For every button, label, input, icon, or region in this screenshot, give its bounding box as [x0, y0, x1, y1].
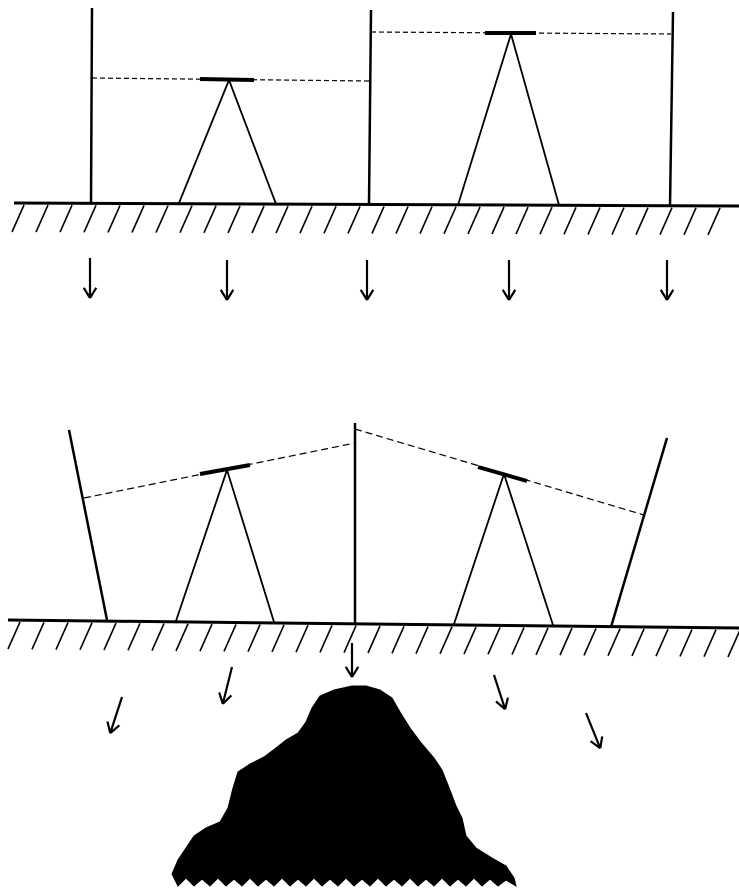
hatch-mark-bottom [103, 622, 117, 651]
hatch-mark-top [587, 207, 601, 235]
hatch-mark-top [83, 204, 97, 233]
hatch-mark-top [539, 206, 553, 235]
hatch-mark-bottom [631, 628, 645, 657]
hatch-mark-top [515, 206, 529, 235]
hatch-mark-bottom [247, 624, 261, 652]
down-arrow-icon [659, 260, 675, 301]
hatch-mark-bottom [271, 624, 285, 653]
hatch-mark-bottom [463, 626, 477, 655]
down-arrow-icon [344, 643, 360, 678]
panel-before [11, 7, 739, 236]
hatch-mark-top [131, 205, 145, 233]
hatch-mark-top [299, 205, 313, 234]
stake-middle-top [367, 9, 373, 205]
down-arrow-icon [492, 674, 509, 711]
hatch-mark-top [659, 207, 673, 236]
hatch-mark-top [275, 205, 289, 234]
hatch-mark-bottom [727, 630, 739, 658]
ground-line-bottom [7, 618, 739, 630]
arrows-lower [106, 643, 604, 750]
arrows-middle [82, 258, 675, 301]
ground-hatching-bottom [7, 621, 739, 658]
hatch-mark-top [179, 205, 193, 234]
hatch-mark-top [683, 207, 697, 236]
stake-left-bottom [67, 429, 109, 621]
hatch-mark-bottom [655, 628, 669, 657]
hatch-mark-top [11, 204, 25, 233]
subsurface-mass [171, 685, 517, 888]
hatch-mark-top [611, 207, 625, 235]
hatch-mark-bottom [223, 624, 237, 652]
hatch-mark-top [107, 205, 121, 233]
hatch-mark-bottom [679, 629, 693, 657]
hatch-mark-bottom [199, 623, 213, 652]
hatch-mark-bottom [487, 627, 501, 655]
hatch-mark-bottom [703, 629, 717, 658]
hatch-mark-bottom [55, 622, 69, 650]
level-instrument-right-bottom [453, 465, 554, 626]
down-arrow-icon [106, 696, 124, 734]
hatch-mark-bottom [583, 628, 597, 656]
stake-right-bottom [609, 437, 669, 628]
down-arrow-icon [82, 258, 98, 299]
down-arrow-icon [218, 666, 234, 705]
hatch-mark-top [635, 207, 649, 235]
hatch-mark-bottom [31, 621, 45, 650]
hatch-mark-bottom [343, 625, 357, 654]
panel-after [7, 423, 739, 658]
down-arrow-icon [219, 260, 235, 301]
level-instrument-left-bottom [175, 463, 275, 623]
hatch-mark-top [323, 205, 337, 234]
hatch-mark-top [467, 206, 481, 235]
hatch-mark-bottom [559, 627, 573, 656]
level-instrument-right-top [457, 31, 560, 206]
hatch-mark-top [371, 206, 385, 234]
hatch-mark-top [395, 206, 409, 234]
hatch-mark-bottom [79, 622, 93, 651]
ground-line-top [13, 201, 739, 208]
hatch-mark-bottom [175, 623, 189, 652]
hatch-mark-bottom [535, 627, 549, 656]
hatch-mark-top [491, 206, 505, 235]
hatch-mark-bottom [151, 623, 165, 651]
hatch-mark-top [59, 204, 73, 233]
stake-right-top [668, 11, 675, 207]
hatch-mark-top [227, 205, 241, 234]
hatch-mark-bottom [439, 626, 453, 655]
sightline-right-bottom [354, 428, 645, 516]
hatch-mark-bottom [7, 621, 21, 650]
hatch-mark-top [35, 204, 49, 233]
level-instrument-left-top [178, 77, 277, 205]
hatch-mark-bottom [319, 625, 333, 653]
hatch-mark-top [347, 206, 361, 234]
hatch-mark-bottom [367, 625, 381, 654]
ground-hatching-top [11, 204, 721, 236]
hatch-mark-top [419, 206, 433, 235]
sightline-right-top [370, 31, 672, 35]
hatch-mark-bottom [127, 623, 141, 651]
hatch-mark-bottom [415, 626, 429, 654]
down-arrow-icon [501, 260, 517, 301]
hatch-mark-top [563, 206, 577, 235]
hatch-mark-bottom [295, 624, 309, 653]
hatch-mark-bottom [391, 625, 405, 654]
down-arrow-icon [359, 260, 375, 301]
down-arrow-icon [584, 712, 604, 750]
hatch-mark-top [203, 205, 217, 234]
hatch-mark-bottom [511, 627, 525, 655]
hatch-mark-top [251, 205, 265, 234]
hatch-mark-top [155, 205, 169, 233]
stake-left-top [89, 7, 94, 204]
hatch-mark-bottom [607, 628, 621, 656]
hatch-mark-top [443, 206, 457, 235]
hatch-mark-top [707, 207, 721, 236]
